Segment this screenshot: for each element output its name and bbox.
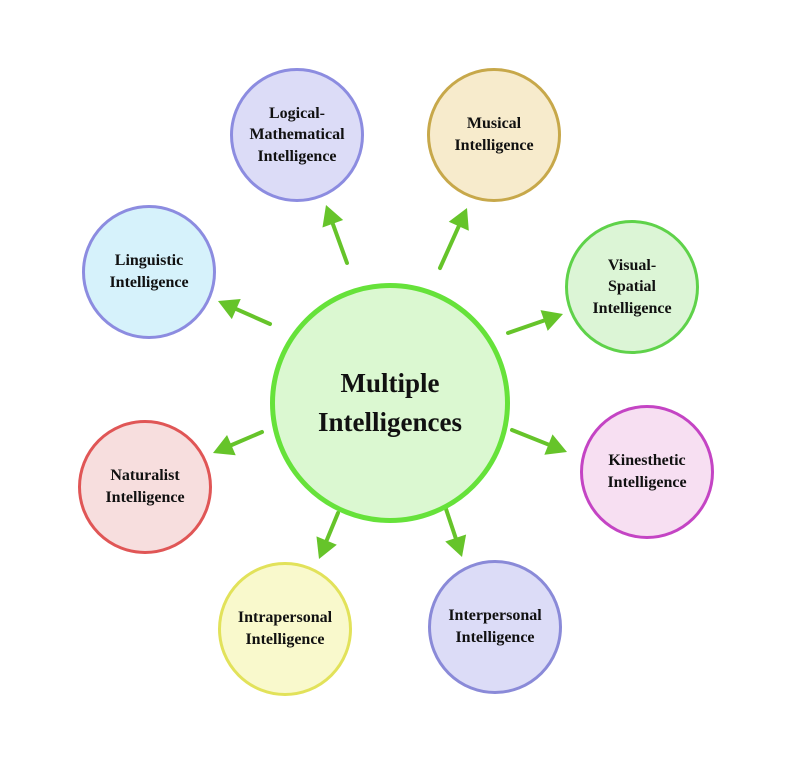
node-label-line: Intelligence [607,474,687,491]
arrow-head [322,205,344,228]
node-visual-spatial: Visual- Spatial Intelligence [565,220,699,354]
node-label-line: Naturalist [110,467,180,485]
node-naturalist: Naturalist Intelligence [78,420,212,554]
arrow-shaft [506,318,547,335]
node-logical-mathematical: Logical- Mathematical Intelligence [230,68,364,202]
arrow-shaft [330,221,349,265]
center-circle: Multiple Intelligences [270,283,510,523]
node-musical: Musical Intelligence [427,68,561,202]
node-label-line: Intelligence [105,489,185,506]
arrow-shaft [324,511,340,543]
node-intrapersonal: Intrapersonal Intelligence [218,562,352,696]
arrow-head [213,435,236,456]
node-kinesthetic: Kinesthetic Intelligence [580,405,714,539]
node-label-line: Mathematical [249,126,345,144]
node-label-line: Visual- [607,256,657,274]
node-label-line: Spatial [607,278,656,296]
arrow-head [448,208,469,231]
arrow-head [218,299,241,320]
node-label-line: Intelligence [592,299,672,317]
node-label-line: Musical [466,115,522,133]
arrow-shaft [443,504,458,541]
node-label-line: Intelligence [257,147,337,165]
center-title-line-1: Multiple [340,367,440,398]
center-title-line-2: Intelligences [318,407,462,437]
arrow-shaft [229,430,264,448]
arrow-shaft [438,224,461,270]
node-label-line: Intelligence [245,631,325,648]
node-label-line: Intelligence [454,137,534,154]
node-label-line: Intelligence [455,629,535,646]
node-linguistic: Linguistic Intelligence [82,205,216,339]
arrow-shaft [234,307,272,326]
node-label-line: Intelligence [109,274,189,291]
arrow-shaft [510,428,551,447]
arrow-head [544,434,567,455]
node-label-line: Linguistic [114,252,184,270]
node-label-line: Interpersonal [448,607,542,625]
node-label-line: Logical- [268,104,325,122]
arrow-head [540,310,563,331]
arrow-head [316,536,337,559]
arrow-head [445,534,467,557]
node-label-line: Intrapersonal [237,609,333,627]
node-interpersonal: Interpersonal Intelligence [428,560,562,694]
node-label-line: Kinesthetic [608,452,686,470]
